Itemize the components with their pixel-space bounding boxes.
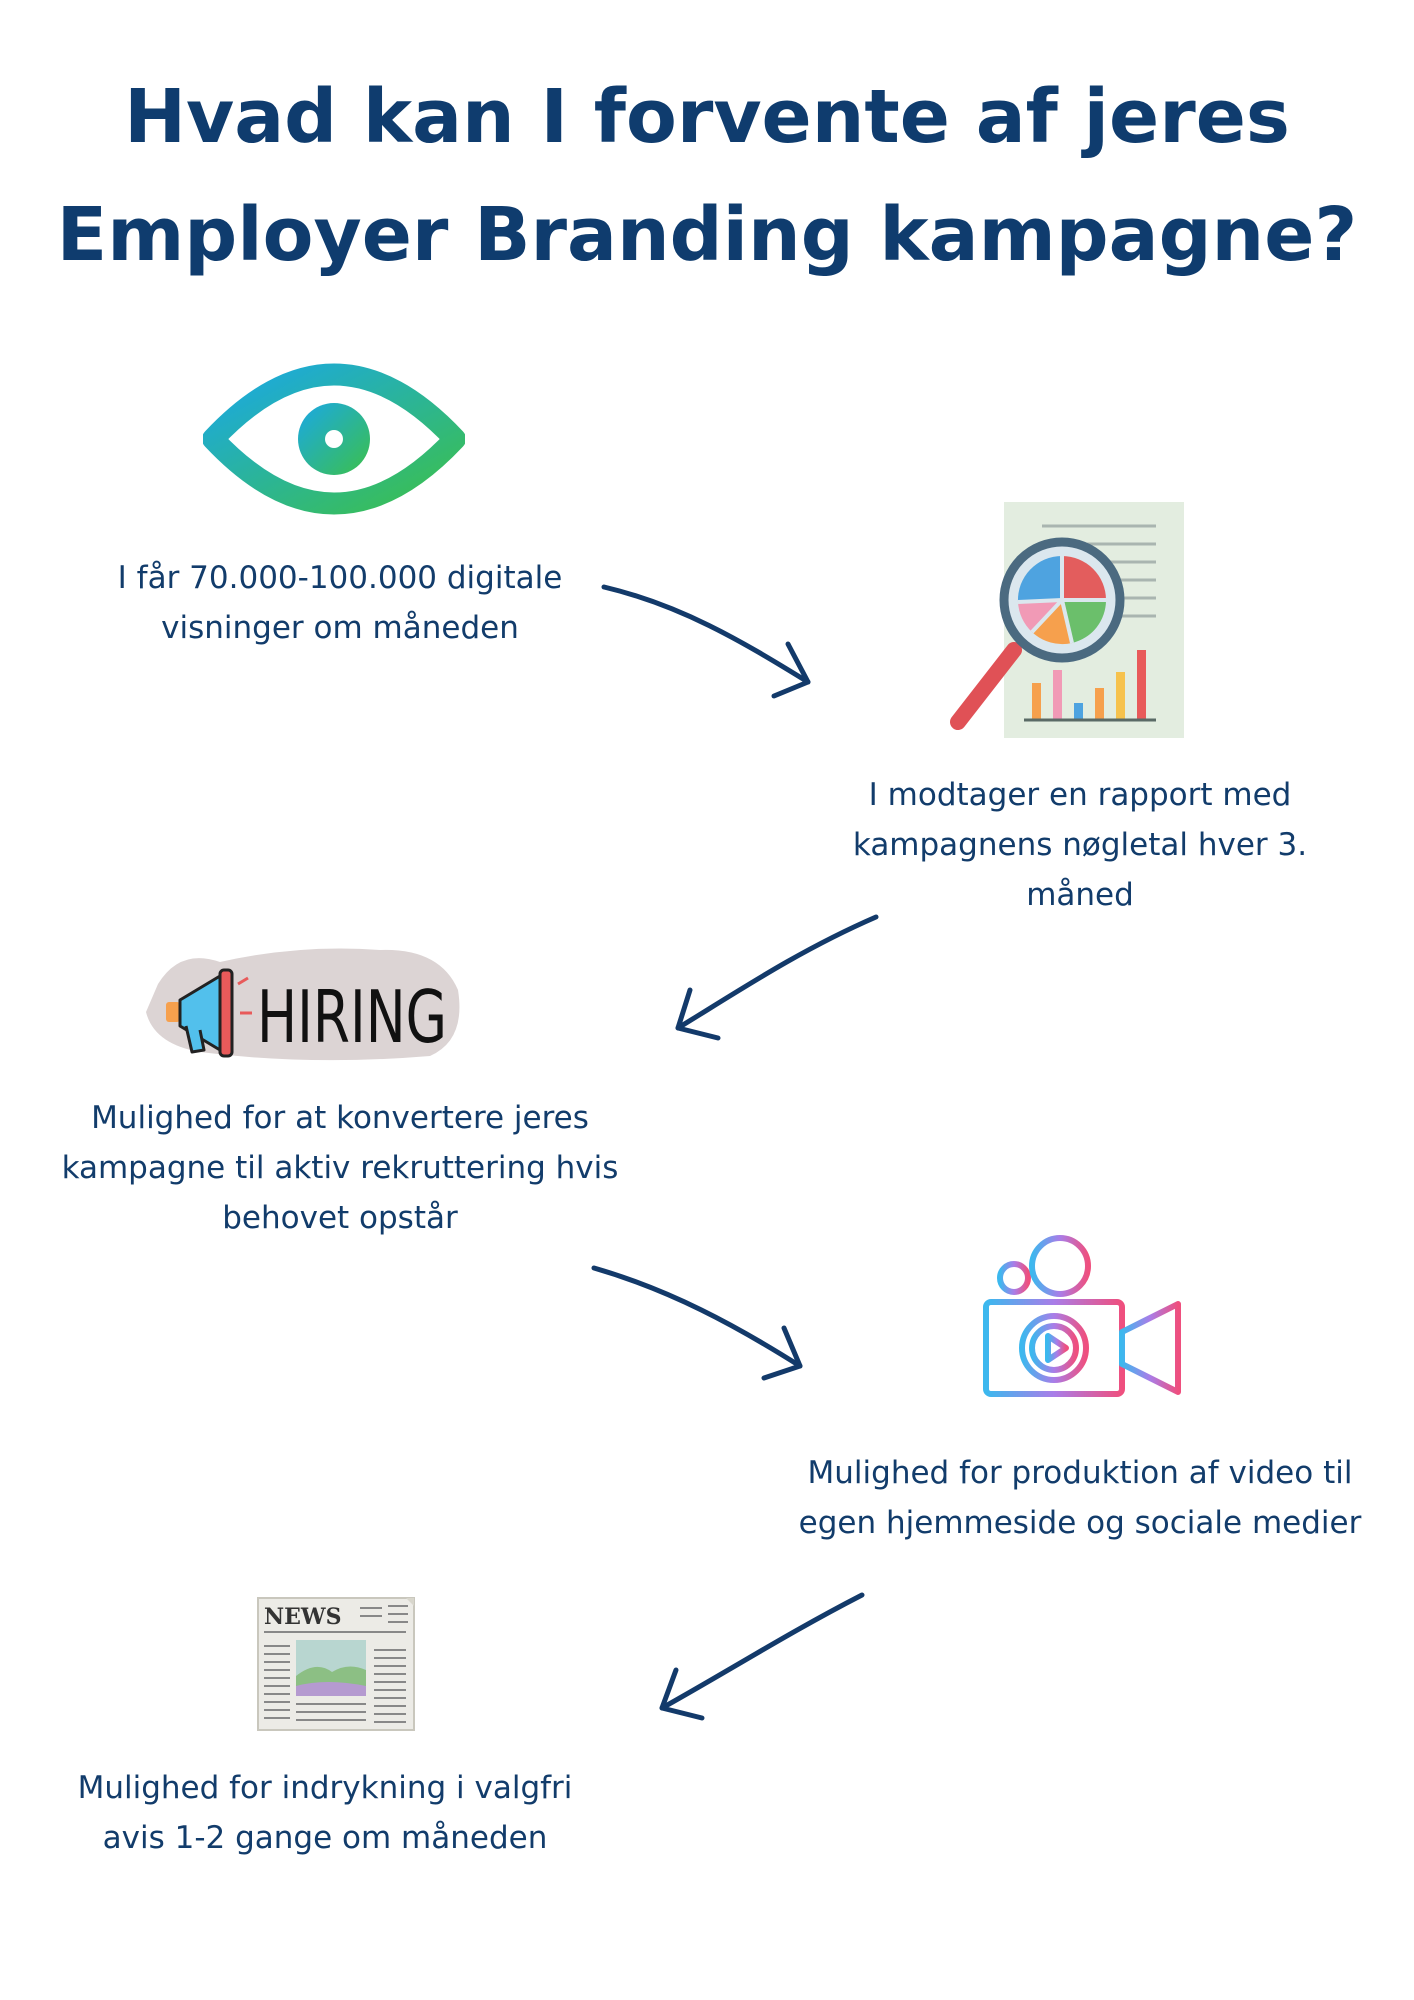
step-4-line-2: egen hjemmeside og sociale medier bbox=[798, 1505, 1362, 1541]
hiring-megaphone-icon: HIRING bbox=[146, 948, 460, 1061]
step-2-line-1: I modtager en rapport med bbox=[868, 777, 1292, 813]
newspaper-icon-text: NEWS bbox=[264, 1604, 341, 1630]
step-5-caption: Mulighed for indrykning i valgfri avis 1… bbox=[20, 1763, 630, 1863]
report-magnifier-icon bbox=[950, 502, 1184, 738]
step-1-line-2: visninger om måneden bbox=[161, 610, 519, 646]
hiring-icon-text: HIRING bbox=[257, 975, 447, 1059]
title-line-2: Employer Branding kampagne? bbox=[56, 192, 1358, 278]
step-2-caption: I modtager en rapport med kampagnens nøg… bbox=[780, 770, 1380, 920]
step-4-caption: Mulighed for produktion af video til ege… bbox=[765, 1448, 1395, 1548]
step-3-line-1: Mulighed for at konvertere jeres bbox=[91, 1100, 589, 1136]
eye-icon bbox=[203, 363, 465, 515]
title-line-1: Hvad kan I forvente af jeres bbox=[124, 74, 1290, 160]
step-5-line-2: avis 1-2 gange om måneden bbox=[102, 1820, 548, 1856]
newspaper-icon: NEWS bbox=[257, 1597, 415, 1731]
step-1-caption: I får 70.000-100.000 digitale visninger … bbox=[60, 553, 620, 653]
step-3-line-3: behovet opstår bbox=[222, 1200, 458, 1236]
step-4-line-1: Mulighed for produktion af video til bbox=[807, 1455, 1353, 1491]
page-title: Hvad kan I forvente af jeres Employer Br… bbox=[0, 58, 1414, 294]
video-camera-icon bbox=[983, 1235, 1181, 1397]
step-2-line-2: kampagnens nøgletal hver 3. bbox=[852, 827, 1308, 863]
step-3-caption: Mulighed for at konvertere jeres kampagn… bbox=[20, 1093, 660, 1243]
step-2-line-3: måned bbox=[1026, 877, 1134, 913]
step-5-line-1: Mulighed for indrykning i valgfri bbox=[77, 1770, 573, 1806]
step-1-line-1: I får 70.000-100.000 digitale bbox=[117, 560, 563, 596]
step-3-line-2: kampagne til aktiv rekruttering hvis bbox=[61, 1150, 619, 1186]
